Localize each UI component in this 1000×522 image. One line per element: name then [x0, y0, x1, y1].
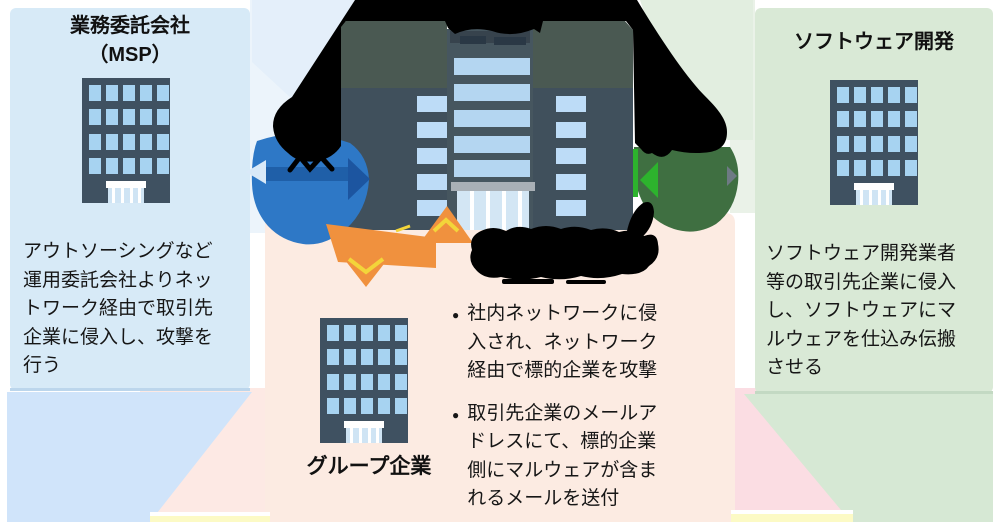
bullet-text: 取引先企業のメールア ドレスにて、標的企業 側にマルウェアが含ま れるメールを送… [467, 402, 658, 510]
lower-left-region [7, 392, 252, 522]
right-panel-bottom-edge [755, 391, 993, 394]
bullet-item: ● 取引先企業のメールア ドレスにて、標的企業 側にマルウェアが含ま れるメール… [452, 400, 734, 514]
group-building-icon [320, 318, 408, 443]
blackout-spur [626, 202, 654, 240]
bottom-strip-left-white [150, 512, 270, 516]
center-bullet-list: ● 社内ネットワークに侵 入され、ネットワーク 経由で標的企業を攻撃 ● 取引先… [452, 300, 734, 514]
right-beam [640, 0, 753, 140]
green-attack-arrow-icon [633, 147, 739, 232]
bullet-dot-icon: ● [452, 407, 460, 422]
software-panel-description: ソフトウェア開発業者 等の取引先企業に侵入 し、ソフトウェアにマ ルウェアを仕込… [766, 243, 957, 378]
target-building-icon [338, 21, 633, 230]
blue-attack-arrow-icon [246, 133, 370, 245]
orange-attack-arrow-icon [326, 206, 473, 287]
left-panel-bottom-edge [10, 388, 250, 391]
bullet-text: 社内ネットワークに侵 入され、ネットワーク 経由で標的企業を攻撃 [467, 303, 658, 381]
msp-panel-title: 業務委託会社 （MSP） [70, 15, 190, 66]
msp-panel-description: アウトソーシングなど 運用委託会社よりネッ トワーク経由で取引先 企業に侵入し、… [23, 241, 214, 376]
center-panel-bg [265, 213, 735, 522]
blackout-zigzag [287, 153, 335, 173]
blackout-shapes [273, 0, 727, 284]
blackout-top-blob [273, 0, 727, 162]
bullet-item: ● 社内ネットワークに侵 入され、ネットワーク 経由で標的企業を攻撃 [452, 300, 734, 386]
lower-right-region [744, 394, 993, 522]
bottom-strip-left [150, 516, 270, 522]
blackout-label-blob [470, 226, 659, 280]
group-company-label: グループ企業 [306, 455, 432, 478]
msp-building-icon [82, 78, 170, 203]
software-building-icon [830, 80, 918, 205]
bottom-strip-right [731, 514, 853, 522]
software-panel-title: ソフトウェア開発 [794, 31, 954, 53]
left-beam [252, 0, 355, 100]
bullet-dot-icon: ● [452, 308, 460, 322]
bottom-strip-right-white [731, 510, 853, 514]
